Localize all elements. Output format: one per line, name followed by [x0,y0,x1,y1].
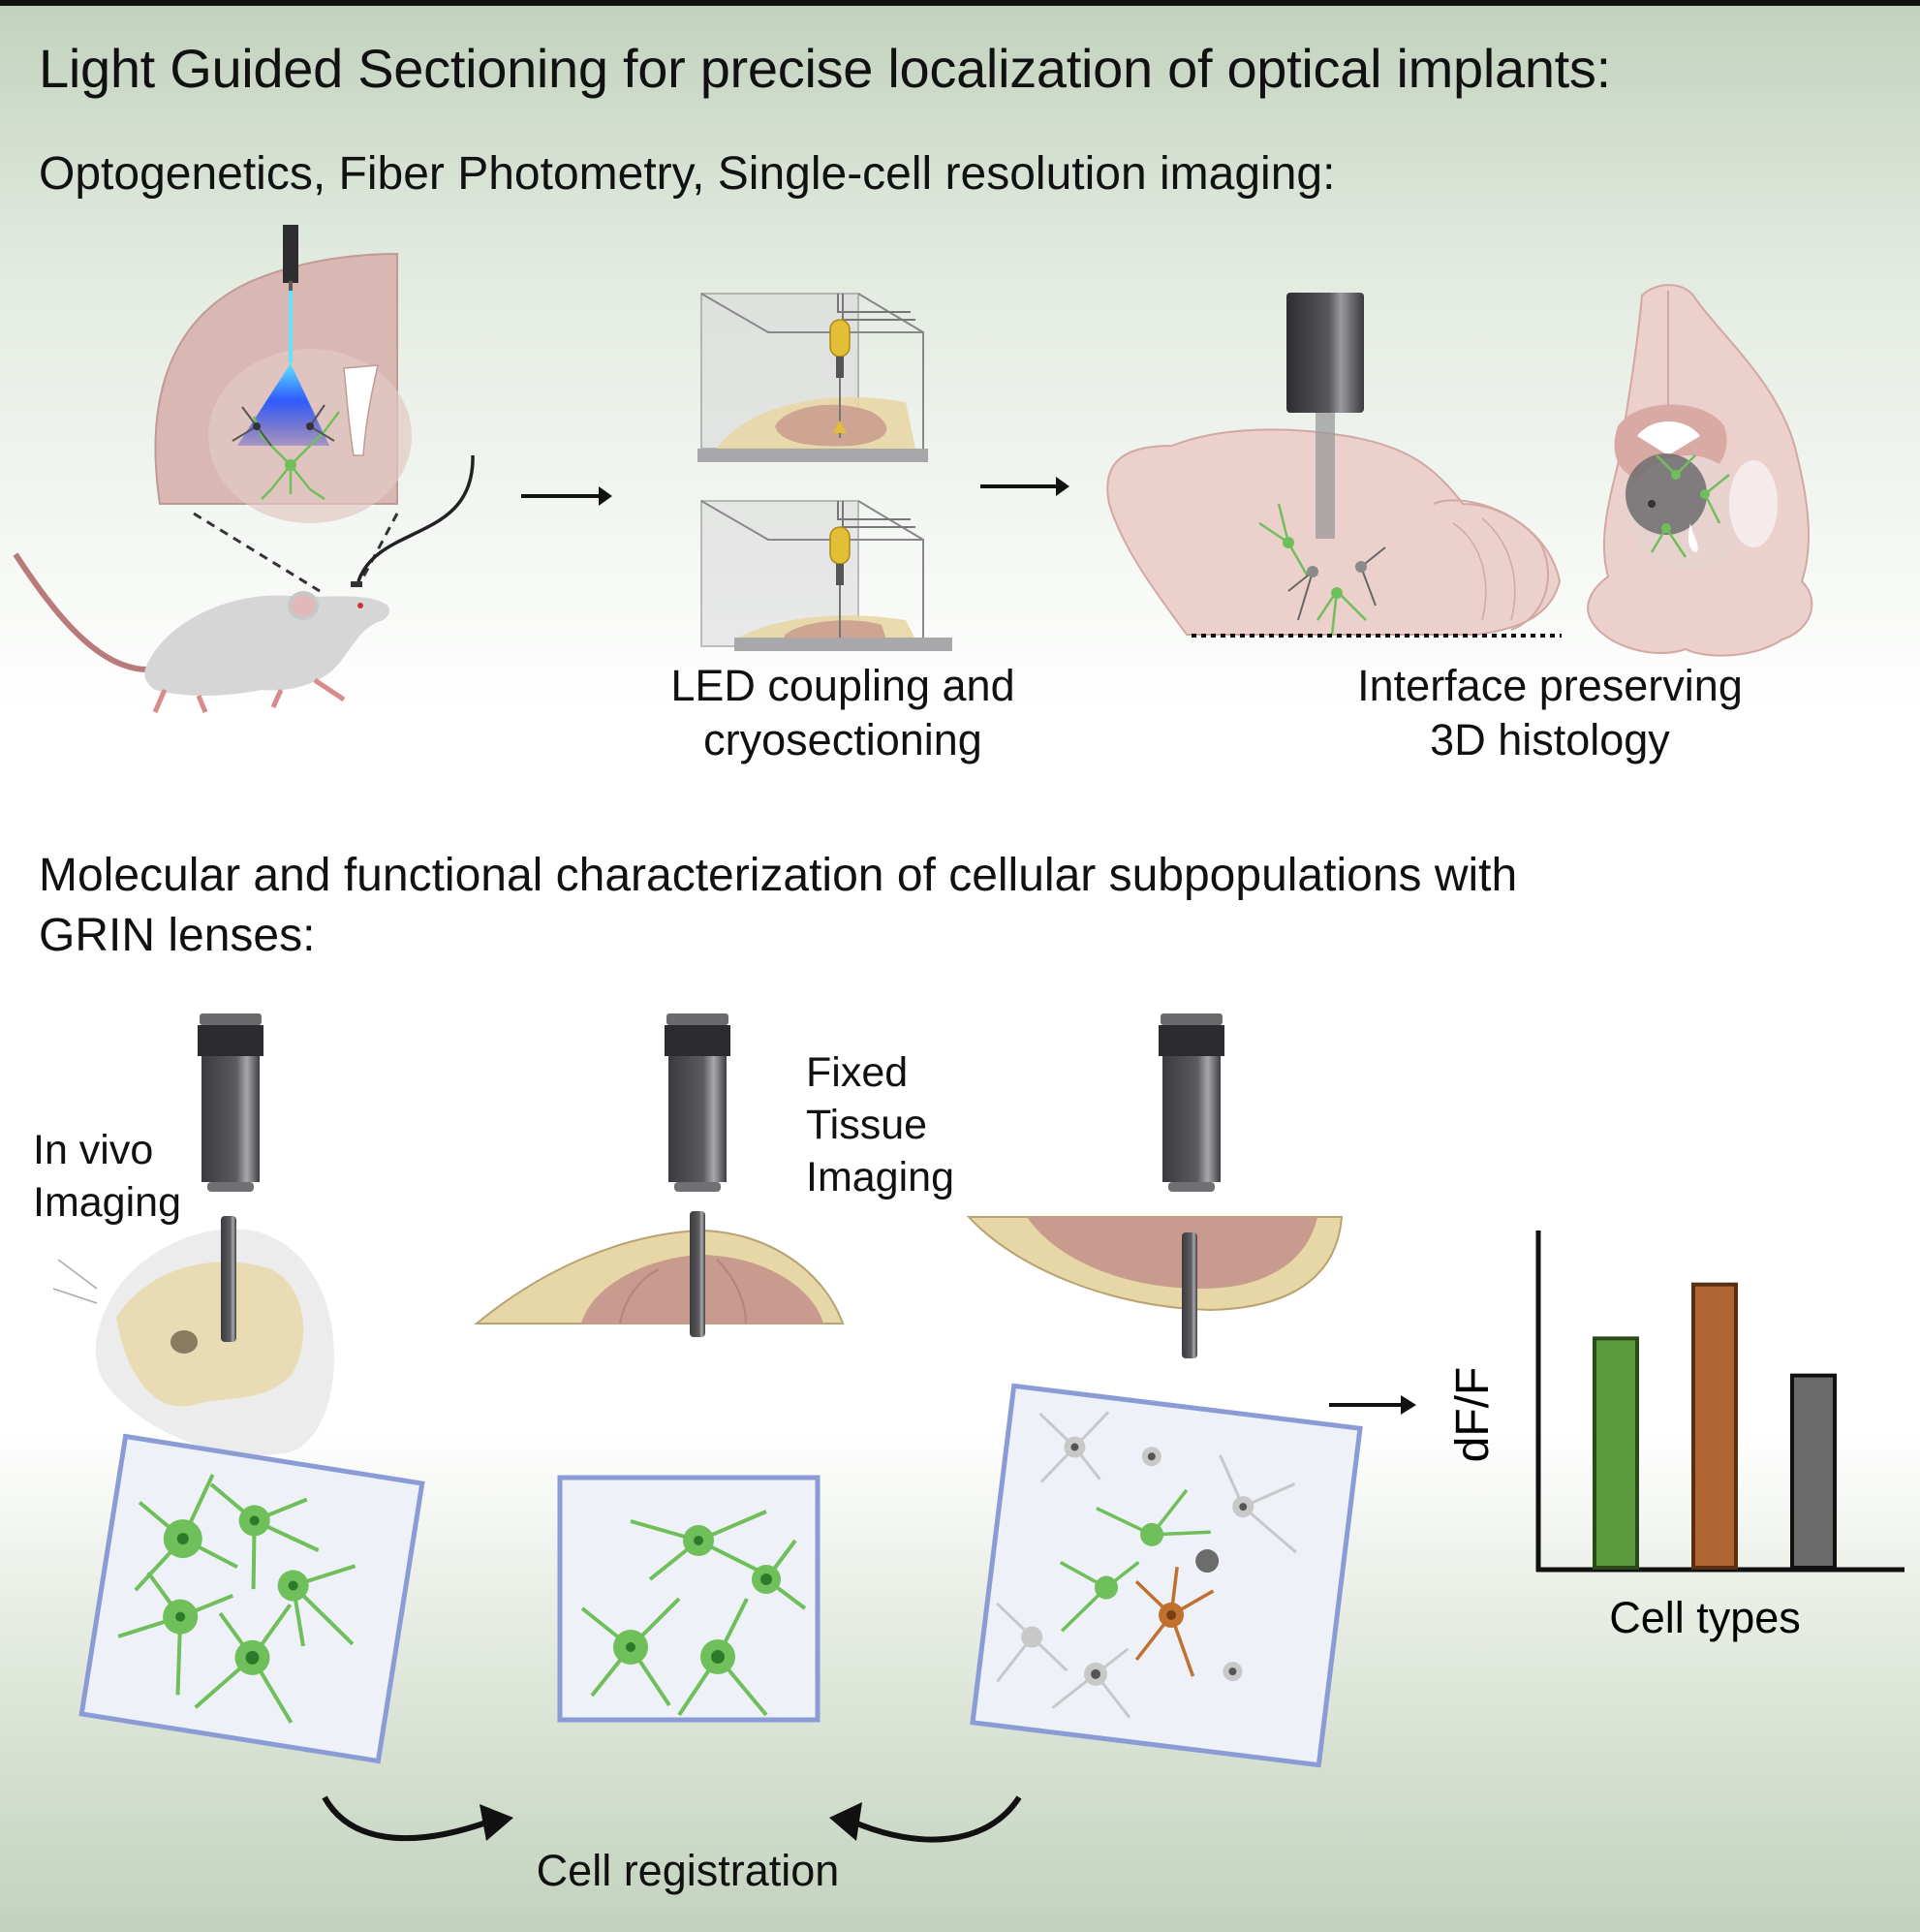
section2-heading-line1: Molecular and functional characterizatio… [39,850,1518,901]
section2-heading-line2: GRIN lenses: [39,910,316,961]
section1-heading: Optogenetics, Fiber Photometry, Single-c… [39,148,1336,200]
bar-green-cells [1593,1336,1639,1570]
optic-fiber-ferrule-icon [283,225,298,283]
arrow-right-icon [521,486,612,506]
caption-cell-registration: Cell registration [536,1846,840,1895]
coronal-brain-section-icon [154,225,412,523]
label-in-vivo-imaging: In vivo Imaging [33,1127,181,1226]
dorsal-brain-view-icon [1587,284,1813,657]
bar-gray-cells [1790,1373,1837,1571]
section1-illustrations [13,225,1813,713]
bar-orange-cells [1691,1282,1738,1571]
main-title: Light Guided Sectioning for precise loca… [39,38,1611,99]
caption-led-coupling: LED coupling and cryosectioning [670,661,1015,764]
label-fixed-tissue-imaging: Fixed Tissue Imaging [806,1049,954,1200]
grin-lens-footprint-icon [1626,453,1707,535]
patch-cable-icon [356,454,475,582]
mouse-icon [13,552,389,713]
y-axis-label: dF/F [1447,1367,1499,1463]
sagittal-brain-objective-icon [1106,293,1562,638]
top-border [0,0,1920,6]
cryostat-sectioning-icon [700,500,952,651]
arrow-right-icon [980,477,1069,496]
x-axis-label: Cell types [1609,1593,1801,1642]
caption-interface-histology: Interface preserving 3D histology [1357,661,1743,764]
cryostat-led-icon [697,293,928,462]
